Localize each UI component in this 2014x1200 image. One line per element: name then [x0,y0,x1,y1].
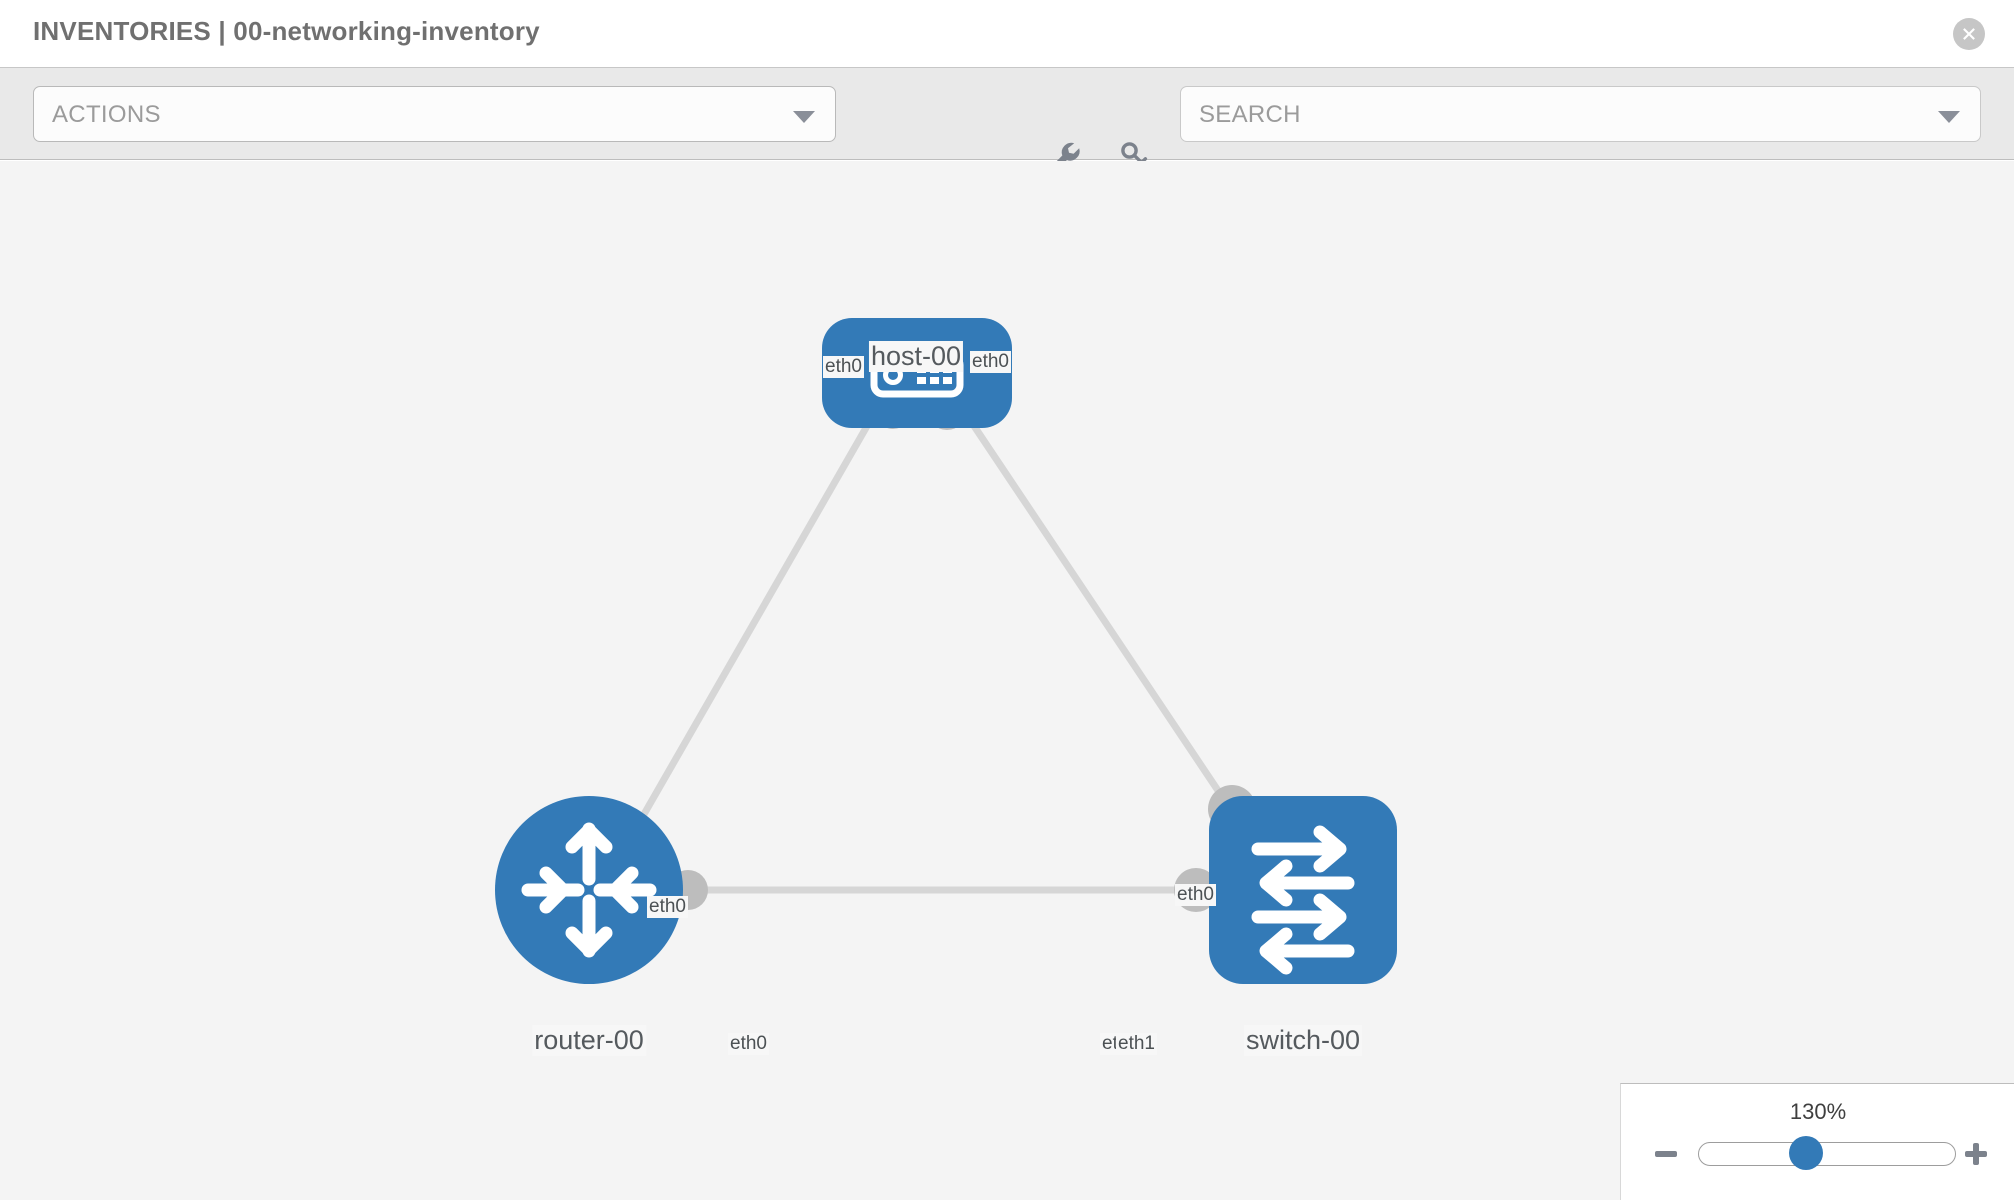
zoom-slider[interactable] [1698,1142,1956,1166]
zoom-slider-thumb[interactable] [1789,1136,1823,1170]
topology-connectors [668,390,1256,912]
topology-canvas[interactable]: host-00 router-00 switch-00 eth0 eth0 et… [0,161,2014,1200]
node-switch-00 [1209,796,1397,984]
iface-label-host-right: eth0 [970,351,1011,373]
topology-graph [495,318,1397,984]
iface-label-switch-left: eth1 [1116,1033,1157,1055]
iface-label-switch-up: eth0 [1175,884,1216,906]
node-label-switch: switch-00 [1243,1025,1363,1056]
chevron-down-icon [793,111,815,123]
iface-label-router-up: eth0 [647,896,688,918]
search-placeholder: SEARCH [1199,101,1301,128]
edge-host-switch [949,391,1238,818]
toolbar: ACTIONS SEARCH [0,68,2014,171]
actions-dropdown-label: ACTIONS [52,101,161,128]
zoom-percent-label: 130% [1789,1099,1847,1124]
switch-arrows-icon [1251,825,1355,975]
zoom-control: 130% [1620,1083,2014,1200]
plus-icon[interactable] [1961,1139,1991,1169]
topology-edges [616,391,1238,894]
iface-label-router-right: eth0 [728,1033,769,1055]
window-header: INVENTORIES | 00-networking-inventory [0,0,2014,68]
chevron-down-icon[interactable] [1938,111,1960,123]
edge-host-router [616,391,890,858]
page-title: INVENTORIES | 00-networking-inventory [33,16,540,46]
node-label-router: router-00 [532,1025,646,1056]
minus-icon[interactable] [1651,1139,1681,1169]
iface-label-host-left: eth0 [823,356,864,378]
node-label-host: host-00 [868,341,964,372]
actions-dropdown[interactable]: ACTIONS [33,86,836,142]
close-icon[interactable] [1953,18,1985,50]
search-input[interactable]: SEARCH [1180,86,1981,142]
router-arrows-icon [521,822,657,958]
node-router-00 [495,796,683,984]
